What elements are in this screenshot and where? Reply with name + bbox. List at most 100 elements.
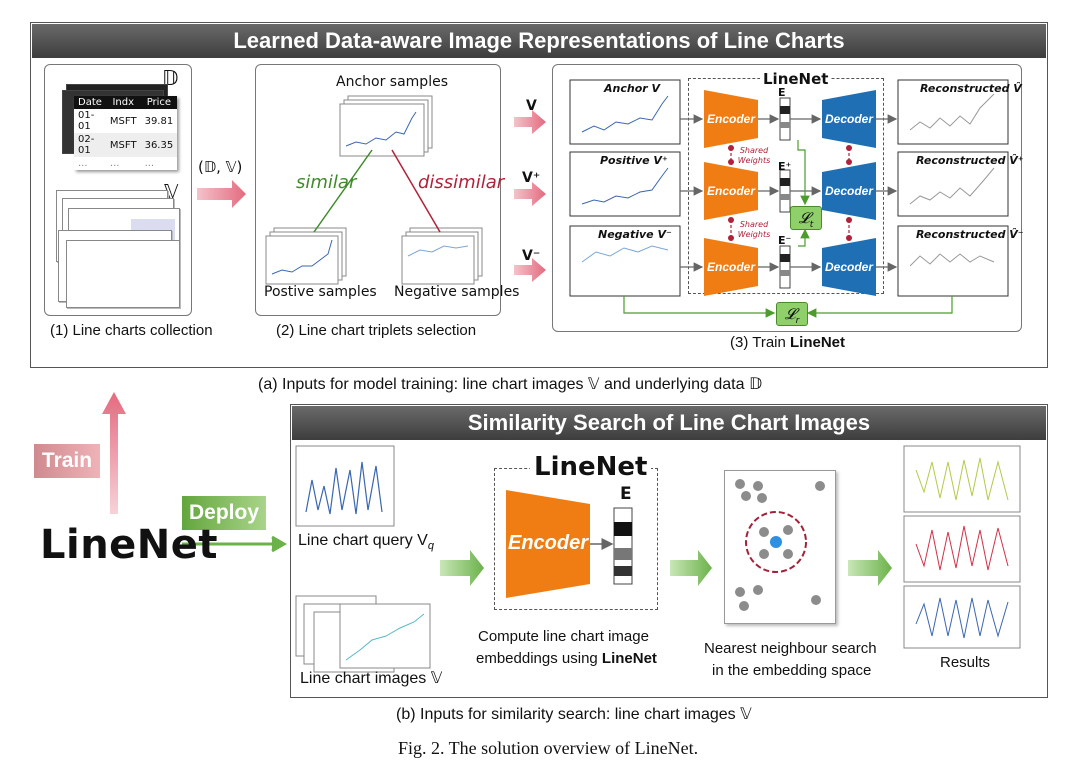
encoder-label: Encoder — [706, 112, 755, 126]
table-cell: ... — [78, 158, 88, 169]
linenet-title: LineNet — [760, 70, 832, 88]
compute-label-prefix: embeddings using — [476, 650, 602, 667]
similar-label: similar — [296, 172, 357, 193]
positive-label: Positive V⁺ — [600, 154, 668, 167]
loss-r-subscript: r — [795, 316, 800, 326]
table-header: Indx — [112, 97, 135, 108]
figure-caption: Fig. 2. The solution overview of LineNet… — [398, 738, 699, 758]
decoder-positive: Decoder — [822, 162, 876, 220]
dissimilar-link — [391, 149, 441, 233]
input-arrow-v-minus — [514, 258, 546, 282]
table-cell: 36.35 — [144, 139, 174, 151]
reconstructed-negative-thumb — [897, 225, 1009, 297]
train-arrow — [102, 392, 126, 514]
decoder-negative: Decoder — [822, 238, 876, 296]
embedding-e-label: E — [778, 86, 786, 99]
table-cell: 01-01 — [78, 110, 95, 132]
compute-label-line2: embeddings using LineNet — [476, 650, 657, 667]
search-flow-arrows — [440, 550, 892, 586]
encoder-shapes — [704, 90, 758, 296]
query-label: Line chart query Vq — [298, 532, 434, 552]
shared-weights-label: Shared Weights — [737, 146, 771, 165]
table-cell: MSFT — [109, 115, 137, 127]
embedding-e-plus-label: E⁺ — [778, 160, 792, 173]
embedding-vectors — [779, 97, 791, 289]
negative-thumbnails — [401, 227, 483, 285]
input-v-plus-label: V⁺ — [522, 170, 541, 186]
deploy-tag: Deploy — [182, 496, 266, 530]
deploy-arrow — [182, 535, 287, 553]
image-collection-thumbs — [295, 595, 431, 673]
step2-label: (2) Line chart triplets selection — [276, 322, 477, 339]
input-arrow-v-plus — [514, 182, 546, 206]
shared-weights-dots — [728, 145, 852, 241]
search-linenet-title: LineNet — [530, 452, 652, 482]
loss-connectors — [623, 140, 953, 318]
line-chart-stack — [52, 190, 186, 308]
input-v-label: V — [526, 98, 537, 114]
linenet-logo: LineNet — [40, 522, 219, 568]
train-linenet-box — [552, 64, 1022, 332]
negative-input-thumb — [569, 225, 681, 297]
reconstructed-positive-label: Reconstructed V̂⁺ — [916, 154, 1024, 167]
caption-a: (a) Inputs for model training: line char… — [258, 376, 763, 393]
results-label: Results — [940, 654, 991, 671]
table-cell: 39.81 — [144, 115, 174, 127]
input-arrow-v — [514, 110, 546, 134]
search-encoder-shape — [506, 490, 633, 598]
compute-label-bold: LineNet — [601, 650, 657, 667]
triplet-loss-box: 𝓛t — [790, 206, 822, 230]
result-thumb-2 — [903, 515, 1021, 583]
step3-label: (3) Train LineNet — [730, 334, 845, 351]
nn-label-line1: Nearest neighbour search — [704, 640, 877, 657]
reconstructed-positive-thumb — [897, 151, 1009, 217]
step1-label: (1) Line charts collection — [50, 322, 213, 339]
decoder-label: Decoder — [824, 112, 874, 126]
decoder-shapes — [822, 90, 876, 296]
loss-t-symbol: 𝓛 — [798, 209, 810, 227]
step3-label-bold: LineNet — [790, 334, 846, 351]
step3-label-prefix: (3) Train — [730, 334, 791, 351]
encoder-positive: Encoder — [704, 162, 758, 220]
encoder-label: Encoder — [706, 184, 755, 198]
table-cell: ... — [144, 158, 155, 169]
result-thumb-3 — [903, 585, 1021, 649]
table-cell: MSFT — [109, 139, 137, 151]
query-chart-thumb — [295, 445, 395, 527]
similar-link — [313, 149, 373, 233]
embedding-e-minus-label: E⁻ — [778, 234, 792, 247]
compute-label-line1: Compute line chart image — [478, 628, 649, 645]
step3-connectors — [680, 114, 898, 272]
train-tag: Train — [34, 444, 100, 478]
reconstructed-anchor-label: Reconstructed V̂ — [920, 82, 1022, 95]
caption-b: (b) Inputs for similarity search: line c… — [396, 706, 752, 723]
encoder-anchor: Encoder — [704, 90, 758, 148]
positive-thumbnails — [265, 227, 347, 285]
anchor-samples-label: Anchor samples — [336, 74, 448, 90]
decoder-anchor: Decoder — [822, 90, 876, 148]
input-v-minus-label: V⁻ — [522, 248, 541, 264]
reconstruction-loss-box: 𝓛r — [776, 302, 808, 326]
search-embedding-e: E — [620, 484, 632, 504]
shared-weights-label: Shared Weights — [737, 220, 771, 239]
triplet-selection-box — [255, 64, 501, 316]
search-banner: Similarity Search of Line Chart Images — [292, 406, 1046, 440]
dissimilar-label: dissimilar — [418, 172, 505, 193]
pair-arrow — [197, 180, 246, 208]
charts-collection-box — [44, 64, 192, 316]
training-panel — [30, 22, 1048, 368]
negative-samples-label: Negative samples — [394, 284, 520, 300]
embedding-space — [724, 470, 836, 624]
anchor-label: Anchor V — [604, 82, 661, 95]
search-encoder: Encoder — [506, 490, 590, 598]
table-header: Date — [78, 97, 102, 108]
loss-r-symbol: 𝓛 — [784, 305, 796, 323]
images-label: Line chart images 𝕍 — [300, 670, 443, 687]
table-cell: ... — [109, 158, 120, 169]
anchor-input-thumb — [569, 79, 681, 145]
query-subscript: q — [427, 540, 434, 553]
decoder-label: Decoder — [824, 260, 874, 274]
